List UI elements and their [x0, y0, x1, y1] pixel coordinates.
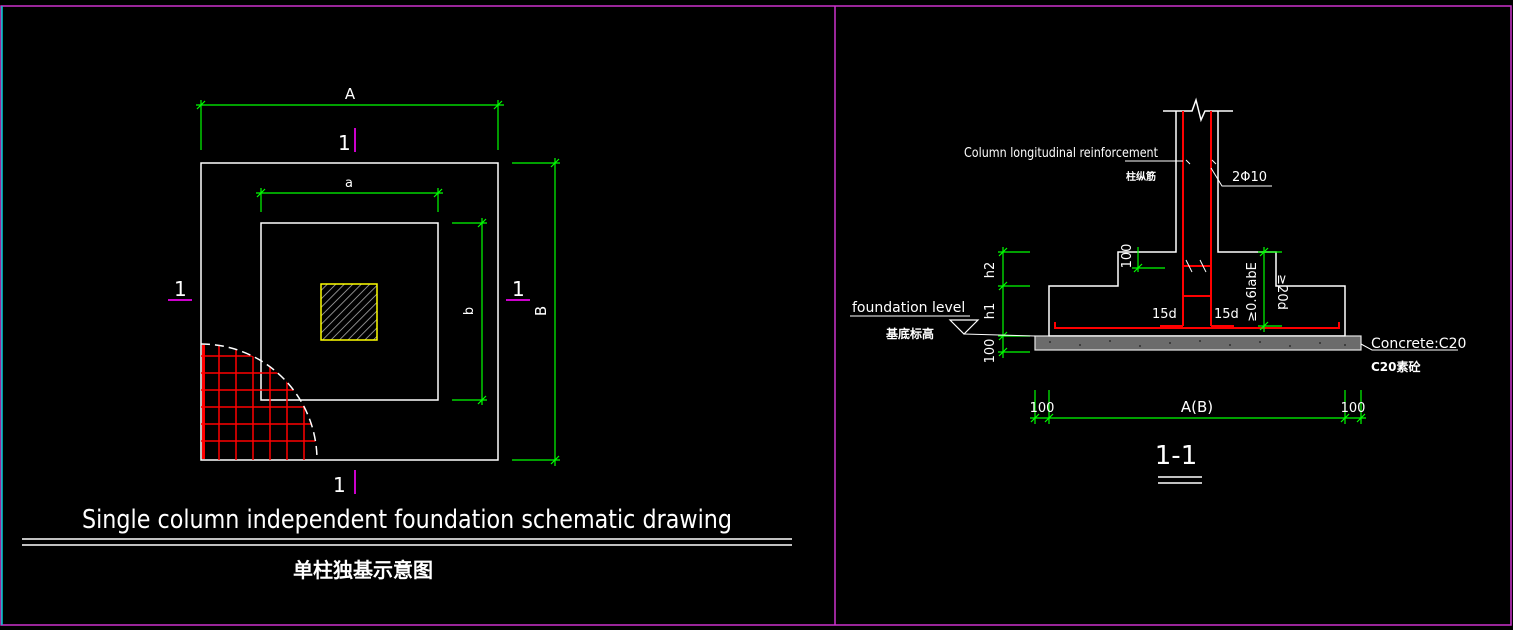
dim-B-label: B [532, 306, 550, 316]
column-reinforcement-label-en: Column longitudinal reinforcement [964, 146, 1158, 161]
dim-AB-label: A(B) [1181, 398, 1213, 416]
foundation-level-label-cn: 基底标高 [885, 326, 934, 341]
dim-right-100-label: 100 [1341, 401, 1366, 416]
dimension-A [196, 100, 504, 150]
d20-label: ≥20d [1274, 274, 1289, 310]
column-break-line [1163, 97, 1233, 123]
column-reinforcement-label-cn: 柱纵筋 [1126, 170, 1156, 183]
drawing-frame [0, 5, 1512, 626]
hook-left-label: 15d [1152, 307, 1177, 322]
stirrup-label: 2Φ10 [1232, 170, 1267, 185]
section-view: Column longitudinal reinforcement 柱纵筋 2Φ… [850, 97, 1466, 484]
rebar-grid [201, 344, 317, 460]
concrete-label-en: Concrete:C20 [1371, 336, 1466, 352]
level-symbol-icon [948, 319, 980, 335]
dim-100-step-label: 100 [1120, 244, 1135, 269]
pedestal-outline [260, 222, 439, 401]
dimension-B [512, 158, 560, 466]
section-mark-left: 1 [174, 277, 187, 301]
section-title: 1-1 [1155, 441, 1197, 471]
dimension-bottom [1030, 390, 1366, 424]
lae-label: ≥0.6labE [1245, 262, 1260, 322]
section-mark-right: 1 [512, 277, 525, 301]
dimension-left-vertical [998, 247, 1165, 358]
plan-title-cn: 单柱独基示意图 [293, 558, 433, 582]
dim-100-cushion-label: 100 [983, 339, 998, 364]
foundation-level-label-en: foundation level [852, 300, 965, 316]
footing-outline [200, 162, 499, 461]
section-mark-top: 1 [338, 131, 351, 155]
dim-b-label: b [462, 307, 477, 315]
dimension-b [452, 218, 487, 405]
footing-section-outline [1048, 111, 1346, 337]
cushion-layer [1034, 335, 1362, 351]
dim-h1-label: h1 [983, 303, 998, 320]
rebar-section [1054, 111, 1340, 329]
dim-left-100-label: 100 [1030, 401, 1055, 416]
concrete-label-cn: C20素砼 [1371, 359, 1422, 374]
section-marks [168, 128, 530, 494]
plan-title-en: Single column independent foundation sch… [82, 505, 732, 535]
dim-A-label: A [345, 85, 356, 103]
dim-a-label: a [345, 176, 353, 191]
section-mark-bottom: 1 [333, 473, 346, 497]
dimension-a [256, 188, 443, 212]
detail-break-arc [200, 343, 318, 461]
dim-h2-label: h2 [983, 262, 998, 279]
plan-view: A a B b [22, 85, 792, 582]
hook-right-label: 15d [1214, 307, 1239, 322]
dimension-right-vertical [1258, 247, 1282, 332]
column-section [320, 283, 378, 341]
